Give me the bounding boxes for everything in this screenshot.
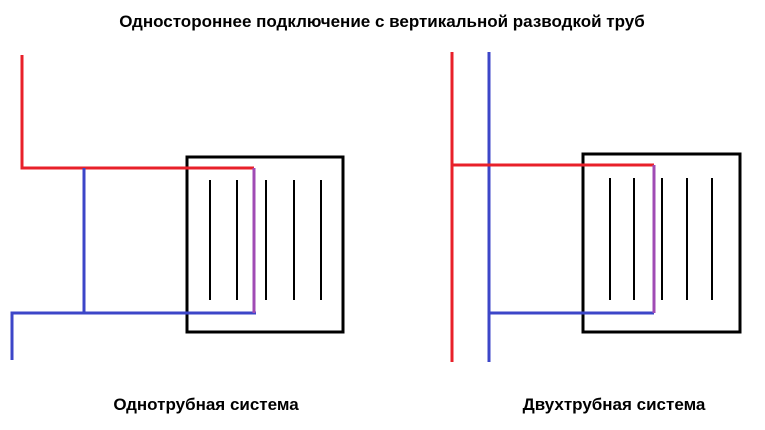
radiator-two-pipe [581, 152, 742, 334]
radiator-body [185, 155, 345, 334]
diagram-title: Одностороннее подключение с вертикальной… [119, 12, 645, 31]
return-pipe [10, 311, 256, 360]
single-pipe-scheme [10, 55, 345, 360]
radiator-single-pipe [185, 155, 345, 334]
single-pipe-caption: Однотрубная система [113, 395, 299, 414]
two-pipe-scheme [450, 52, 742, 362]
radiator-body [581, 152, 742, 334]
supply-pipe [20, 55, 254, 170]
two-pipe-caption: Двухтрубная система [523, 395, 706, 414]
